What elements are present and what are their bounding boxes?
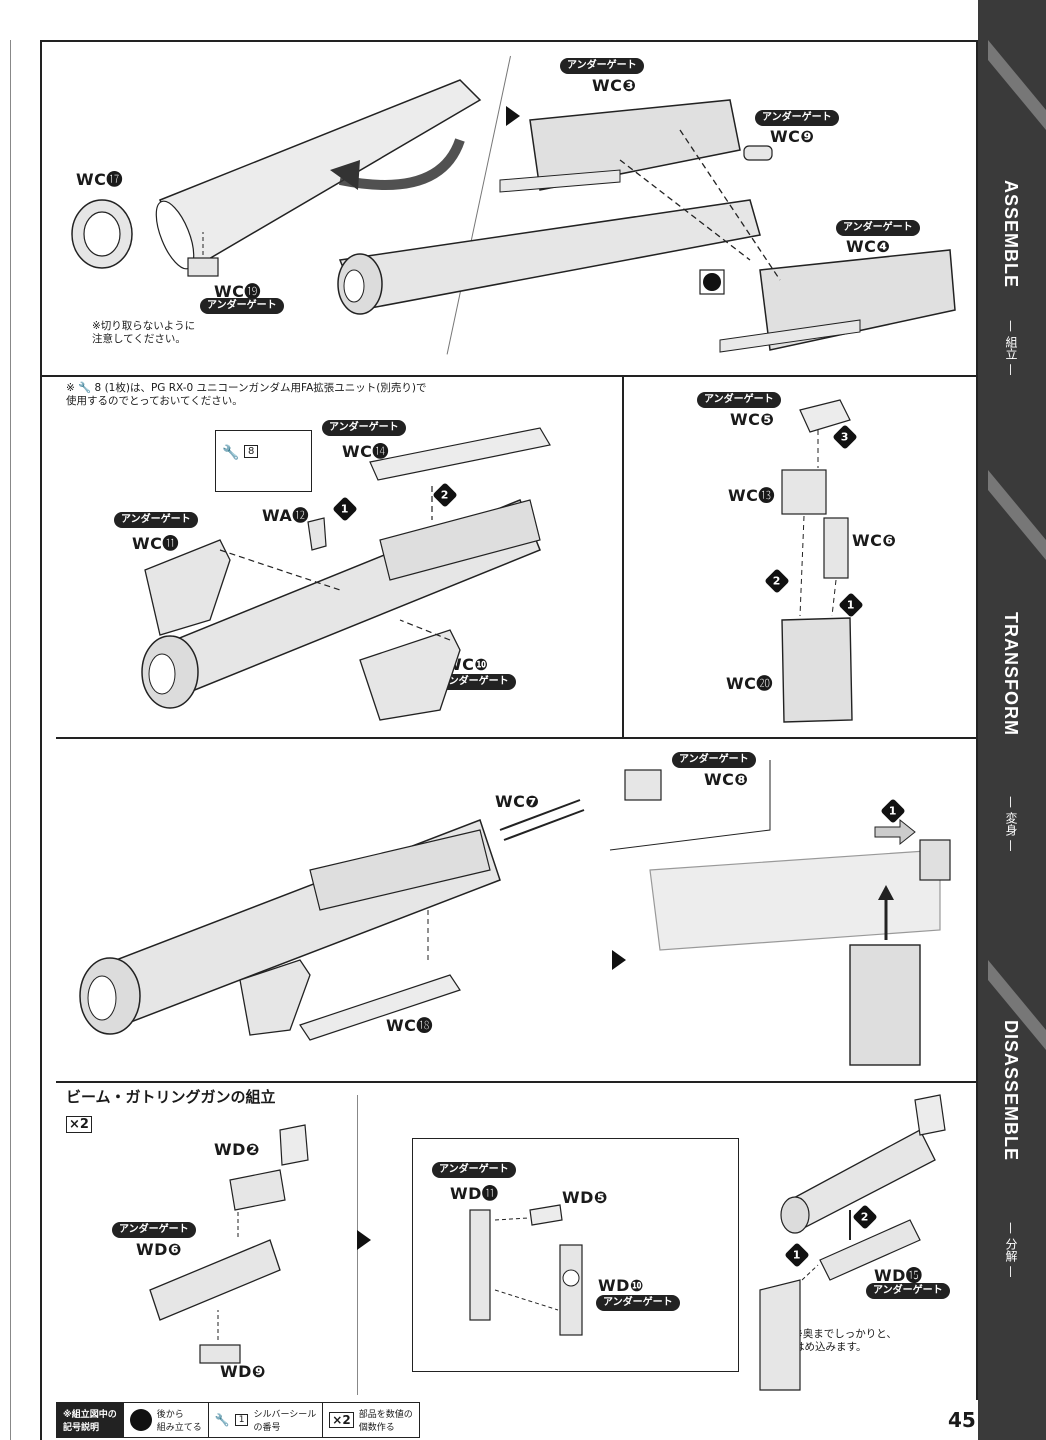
label-wc11: WC⓫	[132, 534, 179, 553]
label-wd10: WD❿	[598, 1276, 644, 1295]
sticker-number: 8	[244, 445, 259, 458]
note-push-in: ※奥までしっかりと、 はめ込みます。	[794, 1328, 897, 1353]
label-wc17: WC⓱	[76, 170, 123, 189]
next-step-arrow	[612, 950, 626, 970]
under-gate-badge: アンダーゲート	[114, 512, 198, 528]
facing-page-edge	[10, 40, 11, 1440]
under-gate-badge: アンダーゲート	[596, 1295, 680, 1311]
label-wc7: WC❼	[495, 792, 540, 811]
sidebar-transform: TRANSFORM	[1001, 612, 1021, 736]
sidebar-assemble-jp: — 組立 —	[1004, 320, 1018, 376]
sticker-callout: 🔧 8	[215, 430, 312, 492]
gatling-drawing-right	[759, 1094, 946, 1391]
sidebar-disassemble-jp: — 分解 —	[1004, 1222, 1018, 1278]
label-wc14: WC⓮	[342, 442, 389, 461]
barrel-drawing-top	[71, 79, 956, 353]
label-wd6: WD❻	[136, 1240, 182, 1259]
label-wc5: WC❺	[730, 410, 775, 429]
magazine-drawing	[781, 399, 853, 723]
label-wa12: WA⓬	[262, 506, 309, 525]
section-title: ビーム・ガトリングガンの組立	[66, 1088, 276, 1106]
label-wc6: WC❻	[852, 531, 897, 550]
under-gate-badge: アンダーゲート	[866, 1283, 950, 1299]
frame-right	[976, 40, 978, 1400]
under-gate-badge: アンダーゲート	[322, 420, 406, 436]
under-gate-badge: アンダーゲート	[672, 752, 756, 768]
next-step-arrow	[357, 1230, 371, 1250]
legend-multi-text: 部品を数値の 個数作る	[358, 1410, 413, 1433]
under-gate-badge: アンダーゲート	[560, 58, 644, 74]
under-gate-badge: アンダーゲート	[755, 110, 839, 126]
legend-back: 後から 組み立てる	[124, 1403, 209, 1437]
under-gate-badge: アンダーゲート	[112, 1222, 196, 1238]
wrench-icon: 🔧	[214, 1413, 230, 1427]
under-gate-badge: アンダーゲート	[432, 674, 516, 690]
under-gate-badge: アンダーゲート	[836, 220, 920, 236]
frame-left	[40, 40, 42, 1440]
sidebar: ASSEMBLE — 組立 — TRANSFORM — 変身 — DISASSE…	[978, 0, 1046, 1440]
label-wc18: WC⓲	[386, 1016, 433, 1035]
label-wc4: WC❹	[846, 237, 891, 256]
label-wd11: WD⓫	[450, 1184, 499, 1203]
under-gate-badge: アンダーゲート	[200, 298, 284, 314]
label-wc19: WC⓳	[214, 282, 261, 301]
sidebar-disassemble: DISASSEMBLE	[1001, 1020, 1021, 1162]
barrel-drawing-lower	[79, 760, 951, 1066]
label-wd5: WD❺	[562, 1188, 608, 1207]
divider-3	[56, 1081, 978, 1083]
back-assemble-icon	[129, 1409, 152, 1431]
legend-title: ※組立図中の 記号説明	[57, 1403, 124, 1437]
next-step-arrow	[506, 106, 520, 126]
label-wd9: WD❾	[220, 1362, 266, 1381]
sidebar-assemble: ASSEMBLE	[1001, 180, 1021, 289]
legend-multi: ×2 部品を数値の 個数作る	[323, 1403, 418, 1437]
sidebar-transform-jp: — 変身 —	[1004, 796, 1018, 852]
label-wd2: WD❷	[214, 1140, 260, 1159]
wrench-icon: 🔧	[222, 445, 240, 461]
page-number: 45	[948, 1408, 976, 1432]
divider-1	[40, 375, 978, 377]
gatling-drawing-left	[149, 1124, 309, 1364]
label-wc9: WC❾	[770, 127, 815, 146]
note-fa-unit: ※ 🔧 8 (1枚)は、PG RX-0 ユニコーンガンダム用FA拡張ユニット(別…	[66, 382, 427, 407]
gatling-drawing-inset	[469, 1204, 583, 1336]
legend-back-text: 後から 組み立てる	[156, 1410, 202, 1433]
under-gate-badge: アンダーゲート	[697, 392, 781, 408]
label-wc8: WC❽	[704, 770, 749, 789]
inset-frame	[412, 1138, 739, 1372]
sidebar-stripes	[988, 40, 1046, 1050]
legend-sticker-number: 1	[234, 1414, 249, 1426]
under-gate-badge: アンダーゲート	[432, 1162, 516, 1178]
legend-sticker: 🔧 1 シルバーシール の番号	[209, 1403, 324, 1437]
divider-2	[56, 737, 978, 739]
label-wd15: WD⓯	[874, 1266, 923, 1285]
divider-mid-split	[622, 375, 624, 737]
label-wc13: WC⓭	[728, 486, 775, 505]
symbol-legend: ※組立図中の 記号説明 後から 組み立てる 🔧 1 シルバーシール の番号 ×2…	[56, 1402, 420, 1438]
label-wc3: WC❸	[592, 76, 637, 95]
note-dont-cut: ※切り取らないように 注意してください。	[92, 320, 196, 345]
label-wc20: WC⓴	[726, 674, 773, 693]
legend-multi-badge: ×2	[329, 1412, 354, 1428]
legend-sticker-text: シルバーシール の番号	[253, 1410, 317, 1433]
multiplier-badge: ×2	[66, 1116, 92, 1133]
barrel-drawing-middle	[141, 427, 551, 721]
